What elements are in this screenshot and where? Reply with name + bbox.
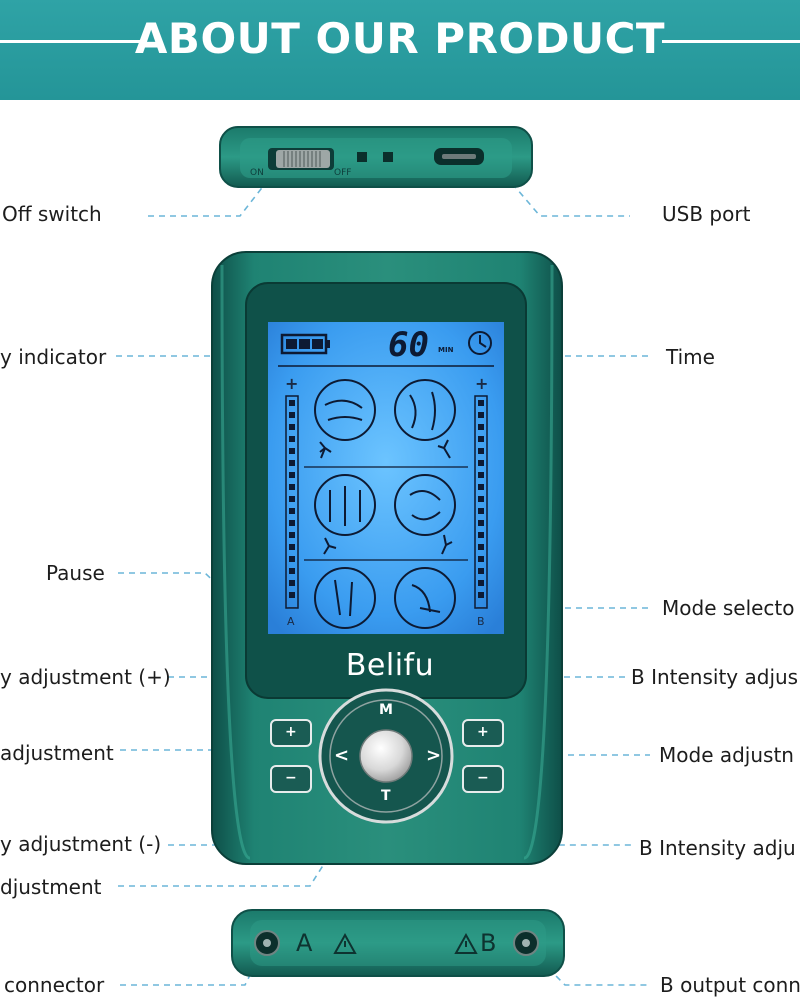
time-readout: 60 — [388, 325, 429, 365]
label-a-output-connector: connector — [4, 973, 105, 997]
channel-b-label: B — [477, 615, 485, 628]
time-unit: MIN — [438, 346, 454, 354]
channel-a-label: A — [287, 615, 295, 628]
b-minus-key-label: − — [477, 770, 489, 786]
mode-key-label[interactable]: M — [379, 702, 393, 718]
switch-slider[interactable] — [276, 150, 330, 168]
connector-b-label: B — [480, 929, 497, 957]
usb-port-icon — [434, 148, 484, 165]
label-b-intensity-plus: B Intensity adjus — [631, 665, 799, 689]
mode-foot-icon — [394, 567, 456, 629]
banner-rule-right — [662, 40, 800, 43]
b-plus-key[interactable] — [462, 719, 504, 747]
mode-arm-icon — [394, 379, 456, 441]
bottom-edge-view — [231, 909, 565, 977]
mode-leg-icon — [314, 567, 376, 629]
connector-a-label: A — [296, 929, 313, 957]
switch-off-label: OFF — [334, 168, 352, 178]
pause-button[interactable] — [359, 729, 413, 783]
mode-hand-icon — [314, 379, 376, 441]
b-plus-key-label: + — [477, 724, 489, 740]
label-mode-adjustment: Mode adjustn — [659, 743, 794, 767]
intensity-bar-a — [285, 395, 299, 609]
label-usb-port: USB port — [662, 202, 751, 226]
label-mode-selector: Mode selecto — [662, 596, 795, 620]
battery-icon — [280, 333, 330, 355]
banner-rule-left — [0, 40, 140, 43]
mode-back-icon — [314, 474, 376, 536]
header-banner: ABOUT OUR PRODUCT — [0, 0, 800, 100]
top-edge-view — [219, 126, 533, 188]
warning-a-icon — [333, 932, 357, 954]
label-time: Time — [666, 345, 715, 369]
lcd-screen — [268, 322, 504, 634]
mode-icons — [314, 379, 456, 629]
a-minus-key-label: − — [285, 770, 297, 786]
label-battery-indicator: y indicator — [0, 345, 107, 369]
warning-b-icon — [454, 932, 478, 954]
label-a-intensity-plus: y adjustment (+) — [0, 665, 171, 689]
label-on-off-switch: Off switch — [2, 202, 102, 226]
b-minus-key[interactable] — [462, 765, 504, 793]
a-minus-key[interactable] — [270, 765, 312, 793]
mode-shoulder-icon — [394, 474, 456, 536]
label-time-adjustment-left: adjustment — [0, 741, 114, 765]
a-plus-key[interactable] — [270, 719, 312, 747]
right-arrow-key[interactable]: > — [426, 745, 442, 766]
channel-b-minus: − — [476, 601, 487, 616]
channel-b-plus: + — [475, 374, 489, 393]
time-key-label[interactable]: T — [381, 788, 391, 804]
output-jack-b-icon — [513, 930, 539, 956]
clock-icon — [468, 331, 492, 355]
a-plus-key-label: + — [285, 724, 297, 740]
channel-a-plus: + — [285, 374, 299, 393]
label-time-adjustment: djustment — [0, 875, 102, 899]
banner-title: ABOUT OUR PRODUCT — [134, 14, 666, 63]
intensity-bar-b — [474, 395, 488, 609]
label-b-output-connector: B output conn — [660, 973, 800, 997]
switch-on-label: ON — [250, 168, 264, 178]
output-jack-a-icon — [254, 930, 280, 956]
brand-logo: Belifu — [345, 648, 435, 683]
label-b-intensity-minus: B Intensity adju — [639, 836, 796, 860]
left-arrow-key[interactable]: < — [334, 745, 350, 766]
channel-a-minus: − — [287, 601, 298, 616]
activity-figures — [319, 439, 453, 555]
label-a-intensity-minus: y adjustment (-) — [0, 832, 162, 856]
label-pause: Pause — [46, 561, 105, 585]
